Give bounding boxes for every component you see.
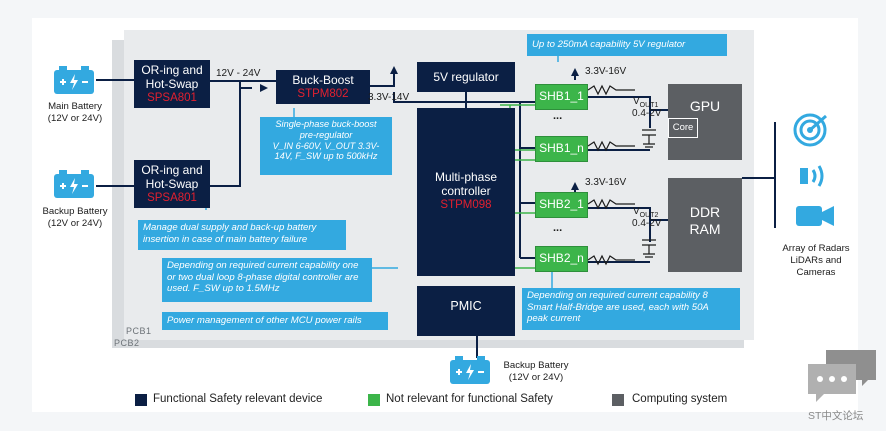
main-battery-icon <box>54 66 94 94</box>
legend-green-label: Not relevant for functional Safety <box>386 393 553 405</box>
controller-line2: controller <box>441 184 491 198</box>
backup-battery-line2: (12V or 24V) <box>47 218 103 229</box>
dual-supply-line2: insertion in case of main battery failur… <box>143 233 308 245</box>
or-ing-backup-block: OR-ing and Hot-Swap SPSA801 <box>134 160 210 208</box>
backup-battery-label: Backup Battery (12V or 24V) <box>30 206 120 230</box>
controller-count-line2: or two dual loop 8-phase digital control… <box>167 271 359 283</box>
buck-boost-note: Single-phase buck-boost pre-regulator V_… <box>260 117 392 175</box>
gpu-core-block: Core <box>668 118 698 138</box>
shb2-ellipsis: ... <box>553 222 563 234</box>
multi-phase-controller-block: Multi-phase controller STPM098 <box>417 108 515 276</box>
or-ing-main-part: SPSA801 <box>147 92 197 104</box>
shb2-1-block: SHB2_1 <box>535 192 588 218</box>
or-ing-backup-line1: OR-ing and <box>141 163 203 177</box>
pmic-block: PMIC <box>417 286 515 336</box>
or-ing-main-block: OR-ing and Hot-Swap SPSA801 <box>134 60 210 108</box>
dual-supply-note: Manage dual supply and back-up battery i… <box>138 220 346 250</box>
buck-note-line3: V_IN 6-60V, V_OUT 3.3V- <box>272 140 380 151</box>
sensors-line3: Cameras <box>796 267 836 278</box>
shb1-n-block: SHB1_n <box>535 136 588 162</box>
rail1-input-label: 3.3V-16V <box>585 66 627 77</box>
rail2-range-label: 0.4-2V <box>632 218 662 229</box>
watermark-text: ST中文论坛 <box>808 410 864 422</box>
half-bridge-line1: Depending on required current capability… <box>527 290 708 301</box>
legend-gray-label: Computing system <box>632 393 728 405</box>
gpu-title: GPU <box>689 98 721 114</box>
buck-note-line2: pre-regulator <box>299 129 353 140</box>
backup-battery-bottom-line2: (12V or 24V) <box>508 372 564 383</box>
regulator-5v-note: Up to 250mA capability 5V regulator <box>527 34 727 56</box>
controller-count-line3: used. F_SW up to 1.5MHz <box>167 283 280 294</box>
ddr-line1: DDR <box>689 204 721 220</box>
controller-count-note: Depending on required current capability… <box>162 258 372 302</box>
buck-boost-title: Buck-Boost <box>292 73 354 87</box>
half-bridge-line3: peak current <box>527 313 581 324</box>
rail2-vout-label: VOUT2 <box>633 206 658 219</box>
legend-navy-label: Functional Safety relevant device <box>153 393 323 405</box>
rail2-input-label: 3.3V-16V <box>585 177 627 188</box>
regulator-5v-block: 5V regulator <box>417 62 515 92</box>
backup-battery-line1: Backup Battery <box>42 206 108 217</box>
backup-battery-bottom-label: Backup Battery (12V or 24V) <box>496 360 576 384</box>
input-voltage-label: 12V - 24V <box>216 68 261 79</box>
chat-bubbles-icon <box>808 350 876 402</box>
buck-boost-output: 3.3V-14V <box>368 92 410 103</box>
rail2-vout-v: V <box>633 206 640 217</box>
ddr-line2: RAM <box>689 221 721 237</box>
controller-count-line1: Depending on required current capability… <box>167 260 359 271</box>
or-ing-backup-line2: Hot-Swap <box>145 177 199 191</box>
main-battery-label: Main Battery (12V or 24V) <box>40 101 110 125</box>
buck-note-line1: Single-phase buck-boost <box>275 119 377 129</box>
controller-part: STPM098 <box>440 199 492 211</box>
or-ing-main-line1: OR-ing and <box>141 63 203 77</box>
sensor-array-label: Array of Radars LiDARs and Cameras <box>774 243 858 279</box>
shb2-n-block: SHB2_n <box>535 246 588 272</box>
buck-boost-block: Buck-Boost STPM802 <box>276 70 370 104</box>
pcb1-label: PCB1 <box>126 326 152 336</box>
legend-navy-swatch <box>135 394 147 406</box>
half-bridge-note: Depending on required current capability… <box>522 288 740 330</box>
lidar-icon <box>800 165 824 187</box>
pcb2-label: PCB2 <box>114 338 140 348</box>
pmic-note: Power management of other MCU power rail… <box>162 312 388 330</box>
dual-supply-line1: Manage dual supply and back-up battery <box>143 222 317 233</box>
ddr-ram-block: DDR RAM <box>668 178 742 272</box>
main-battery-line1: Main Battery <box>48 101 102 112</box>
legend-green-swatch <box>368 394 380 406</box>
rail1-vout-sub: OUT1 <box>639 102 659 109</box>
radar-icon <box>793 113 827 147</box>
buck-boost-part: STPM802 <box>297 88 349 100</box>
shb1-ellipsis: ... <box>553 110 563 122</box>
backup-battery-bottom-icon <box>450 356 490 384</box>
backup-battery-icon <box>54 170 94 198</box>
backup-battery-bottom-line1: Backup Battery <box>503 360 569 371</box>
legend-gray-swatch <box>612 394 624 406</box>
sensors-line2: LiDARs and <box>790 255 842 266</box>
rail1-vout-label: VOUT1 <box>633 96 658 109</box>
sensors-line1: Array of Radars <box>782 243 850 254</box>
half-bridge-line2: Smart Half-Bridge are used, each with 50… <box>527 301 709 313</box>
buck-note-line4: 14V, F_SW up to 500kHz <box>274 151 378 162</box>
or-ing-main-line2: Hot-Swap <box>145 77 199 91</box>
rail1-range-label: 0.4-2V <box>632 108 662 119</box>
controller-line1: Multi-phase <box>434 170 498 184</box>
rail2-vout-sub: OUT2 <box>639 212 659 219</box>
shb1-1-block: SHB1_1 <box>535 84 588 110</box>
rail1-vout-v: V <box>633 96 640 107</box>
or-ing-backup-part: SPSA801 <box>147 192 197 204</box>
main-battery-line2: (12V or 24V) <box>47 113 103 124</box>
camera-icon <box>796 206 834 226</box>
